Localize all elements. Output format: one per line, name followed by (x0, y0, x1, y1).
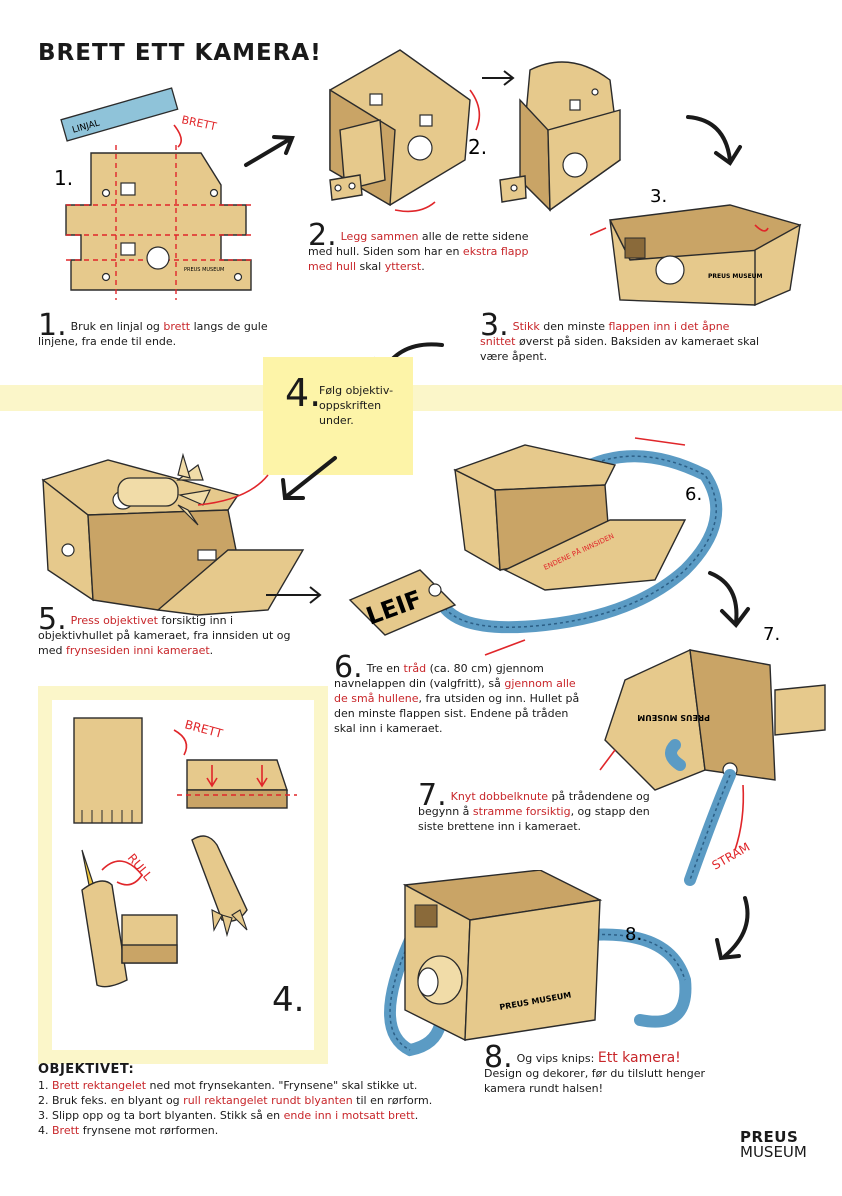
template-logo: PREUS MUSEUM (184, 267, 224, 273)
step5-text: 5.Press objektivet forsiktig inn i objek… (38, 605, 298, 658)
panel4-number: 4. (272, 980, 305, 1020)
step2-part: alle de rette sidene med hull. Siden som… (308, 230, 529, 258)
step5-part: forsiktig inn i objektivhullet på kamera… (38, 614, 291, 657)
arrow-icon (482, 70, 515, 86)
fold-label: BRETT (183, 717, 225, 741)
step7-highlight: Knyt dobbelknute (450, 790, 549, 803)
step5-part: . (209, 644, 214, 657)
step7-highlight: stramme forsiktig (472, 805, 571, 818)
open-box-illustration (499, 61, 621, 212)
step4-text: Følg objektiv-oppskriften under. (319, 384, 394, 427)
step8-text: 8.Og vips knips: Ett kamera!Design og de… (484, 1043, 724, 1096)
lens-insert-illustration (41, 452, 305, 616)
step8-part: Design og dekorer, før du tilslutt henge… (484, 1067, 706, 1095)
step2-figure-number: 2. (468, 135, 487, 159)
step2-part: . (421, 260, 425, 273)
arrow-icon (281, 456, 337, 500)
closed-camera-illustration: 3. PREUS MUSEUM (590, 186, 802, 307)
lens-instruction-item: 4. Brett frynsene mot rørformen. (38, 1124, 219, 1137)
page-title: BRETT ETT KAMERA! (38, 40, 322, 66)
step3-part: den minste (539, 320, 609, 333)
step8-part: Og vips knips: (516, 1052, 598, 1065)
flat-template-illustration: LINJAL BRETT 1. PREUS MUSEUM (54, 87, 252, 300)
step5-highlight: Press objektivet (70, 614, 158, 627)
name-tag (348, 569, 457, 636)
logo-line1: PREUS (740, 1128, 799, 1146)
threading-illustration: LEIF ENDENE PÅ INNSIDEN 6. (348, 437, 723, 656)
lens-instructions-panel: BRETT RULL 4. (38, 686, 328, 1064)
arrow-icon (708, 571, 750, 629)
step4-number: 4. (285, 371, 322, 415)
step6-part: (ca. 80 cm) gjennom navnelappen din (val… (334, 662, 544, 690)
step7-part: på trådendene og begynn å (418, 790, 650, 818)
camera-logo: PREUS MUSEUM (708, 273, 763, 280)
lens-instruction-list: 1. Brett rektangelet ned mot frynsekante… (38, 1078, 438, 1138)
step3-part: øverst på siden. Baksiden av kameraet sk… (480, 335, 760, 363)
step6-part: , fra utsiden og inn. Hullet på den mins… (334, 692, 580, 735)
step2-highlight: ekstra flapp med hull (308, 245, 529, 273)
step3-text: 3.Stikk den minste flappen inn i det åpn… (480, 311, 760, 364)
yellow-band (0, 385, 842, 411)
lens-instruction-item: 1. Brett rektangelet ned mot frynsekante… (38, 1079, 418, 1092)
step6-part: Tre en (366, 662, 404, 675)
arrow-icon (244, 135, 295, 167)
ruler-icon (60, 87, 179, 142)
knot-illustration: 7. PREUS MUSEUM STRAM (599, 624, 826, 886)
step6-text: 6.Tre en tråd (ca. 80 cm) gjennom navnel… (334, 653, 584, 736)
step2-part: skal (356, 260, 385, 273)
finished-camera-illustration: PREUS MUSEUM 8. (384, 870, 692, 1057)
lens-instruction-item: 3. Slipp opp og ta bort blyanten. Stikk … (38, 1109, 419, 1122)
folding-illustration: 2. (329, 49, 487, 213)
step1-figure-number: 1. (54, 166, 73, 190)
camera-logo: PREUS MUSEUM (637, 713, 710, 722)
step3-highlight: flappen inn i det åpne snittet (480, 320, 730, 348)
step1-highlight: brett (163, 320, 191, 333)
step7-figure-number: 7. (763, 624, 780, 645)
step2-highlight: Legg sammen (340, 230, 419, 243)
logo-line2: MUSEUM (740, 1143, 807, 1161)
step8-highlight: Ett kamera! (597, 1050, 681, 1066)
step1-part: Bruk en linjal og (70, 320, 164, 333)
fold-label: BRETT (180, 113, 218, 133)
step8-figure-number: 8. (625, 924, 642, 945)
lens-heading: OBJEKTIVET: (38, 1062, 135, 1077)
tighten-label: STRAM (710, 840, 753, 873)
step7-text: 7.Knyt dobbelknute på trådendene og begy… (418, 781, 668, 834)
lens-instruction-item: 2. Bruk feks. en blyant og rull rektange… (38, 1094, 433, 1107)
step3-highlight: Stikk (512, 320, 540, 333)
step1-text: 1.Bruk en linjal og brett langs de gule … (38, 311, 288, 349)
step6-highlight: gjennom alle de små hullene (334, 677, 576, 705)
step2-highlight: ytterst (384, 260, 422, 273)
arrow-icon (266, 586, 322, 604)
step5-highlight: frynsesiden inni kameraet (65, 644, 210, 657)
step7-part: , og stapp den siste brettene inn i kame… (418, 805, 650, 833)
step6-figure-number: 6. (685, 484, 702, 505)
step6-highlight: tråd (403, 662, 427, 675)
arrow-icon (686, 115, 742, 166)
step1-part: langs de gule linjene, fra ende til ende… (38, 320, 268, 348)
arrow-icon (715, 896, 750, 961)
step2-text: 2.Legg sammen alle de rette sidene med h… (308, 221, 533, 274)
lens-steps-illustration: BRETT RULL (73, 717, 297, 988)
step4-note: 4. Følg objektiv-oppskriften under. (263, 357, 413, 475)
step3-figure-number: 3. (650, 186, 667, 207)
preus-museum-logo: PREUS MUSEUM (740, 1130, 807, 1160)
